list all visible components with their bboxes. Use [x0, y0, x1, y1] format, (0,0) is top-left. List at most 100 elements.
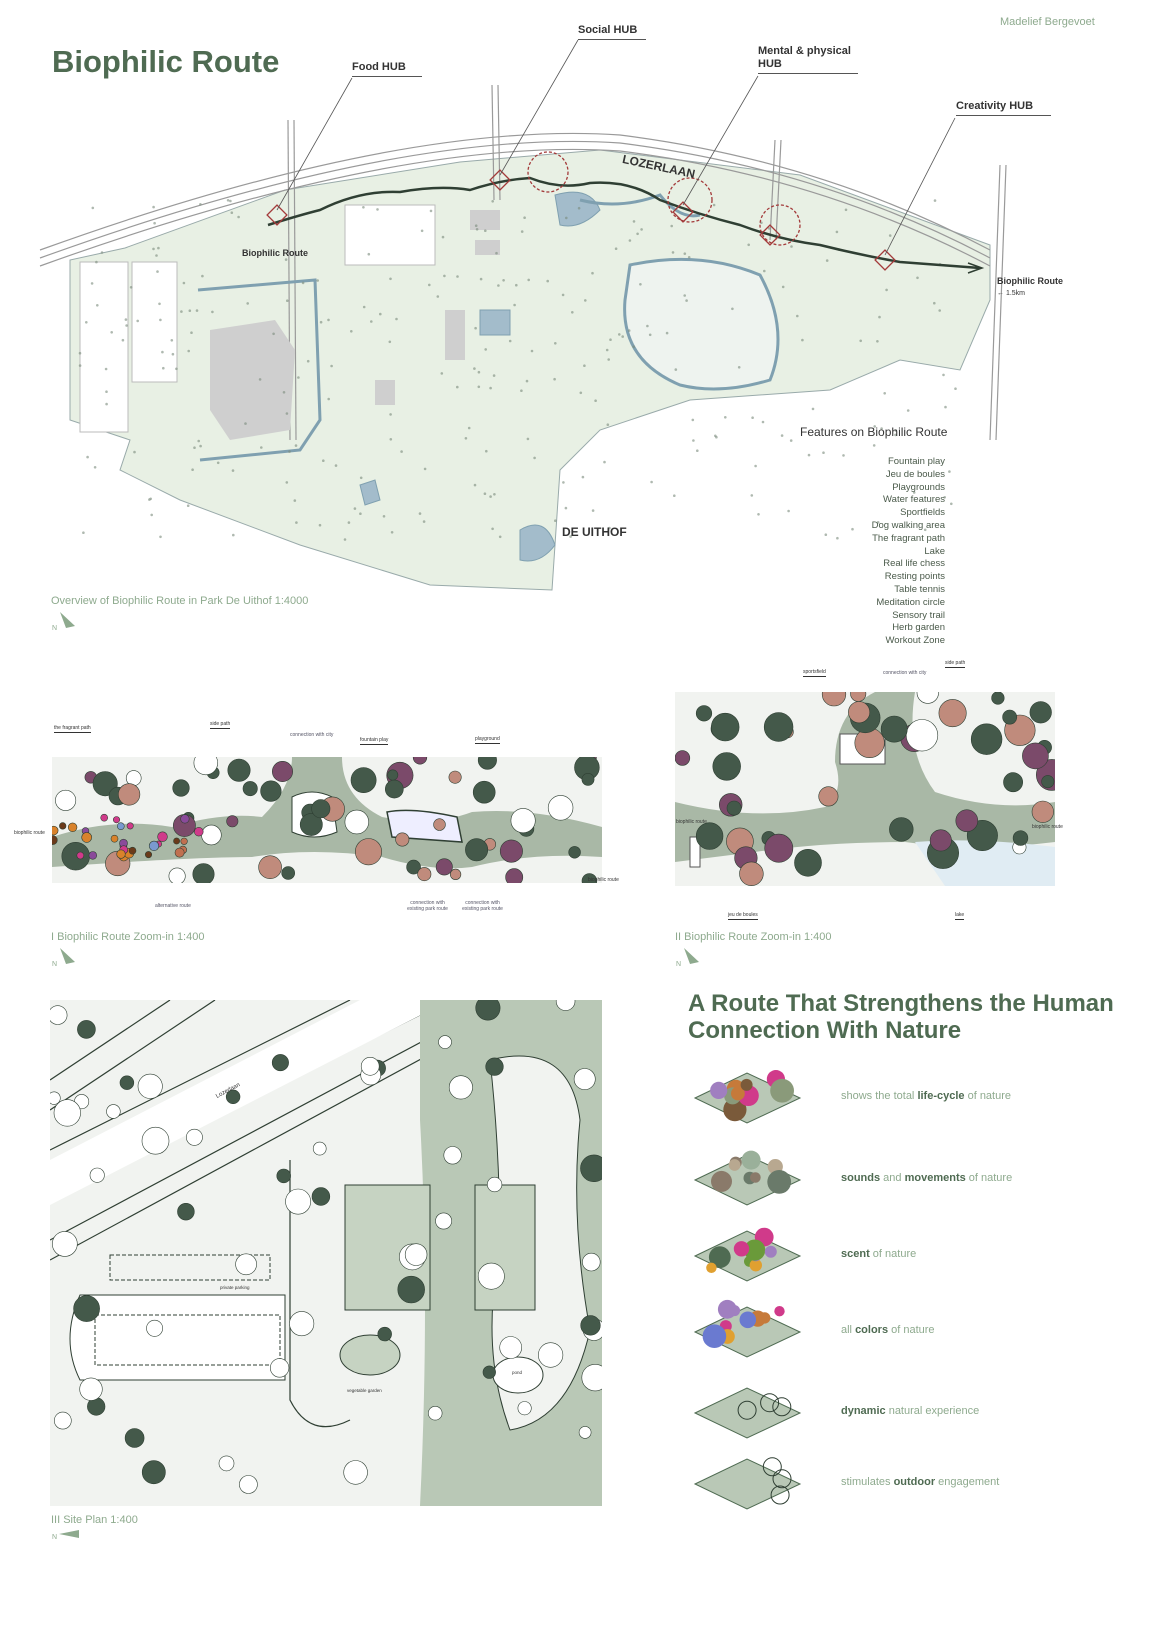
- texture-dot: [85, 321, 88, 324]
- label-sportsfield: sportsfield: [803, 669, 826, 677]
- page-title: Biophilic Route: [52, 44, 280, 79]
- tree-icon: [1029, 701, 1052, 724]
- texture-dot: [162, 366, 165, 370]
- texture-dot: [190, 331, 193, 335]
- texture-dot: [389, 413, 392, 416]
- tree-icon: [448, 770, 462, 784]
- tree-icon: [384, 779, 404, 799]
- texture-dot: [577, 206, 581, 210]
- park-area: [69, 149, 991, 591]
- tree-icon: [137, 1073, 163, 1099]
- texture-dot: [747, 243, 750, 247]
- texture-dot: [872, 444, 876, 447]
- texture-dot: [316, 279, 320, 282]
- emphasis-text: sounds: [841, 1172, 881, 1184]
- texture-dot: [885, 288, 888, 292]
- texture-dot: [579, 391, 583, 395]
- tree-icon: [227, 758, 251, 782]
- section-heading: A Route That Strengthens the Human Conne…: [688, 990, 1114, 1044]
- texture-dot: [671, 251, 675, 254]
- texture-dot: [474, 326, 477, 330]
- heading-line-1: A Route That Strengthens the Human: [688, 990, 1114, 1017]
- texture-dot: [322, 459, 325, 463]
- tree-icon: [916, 692, 939, 704]
- texture-dot: [343, 538, 347, 541]
- tree-icon: [289, 1311, 315, 1337]
- tree-icon: [581, 1364, 602, 1392]
- texture-dot: [483, 492, 487, 496]
- texture-dot: [294, 444, 298, 447]
- tree-icon: [157, 831, 168, 842]
- plant-icon: [744, 1239, 766, 1261]
- texture-dot: [78, 364, 82, 367]
- author-name: Madelief Bergevoet: [1000, 16, 1095, 28]
- tree-icon: [821, 692, 847, 707]
- texture-dot: [157, 246, 160, 250]
- plant-icon: [762, 1457, 782, 1477]
- text-segment: natural experience: [885, 1405, 980, 1417]
- tree-icon: [555, 1000, 576, 1011]
- texture-dot: [436, 295, 440, 298]
- texture-dot: [943, 496, 946, 499]
- site-plan-caption: III Site Plan 1:400: [51, 1514, 138, 1526]
- texture-dot: [105, 390, 108, 394]
- tree-icon: [448, 1075, 473, 1100]
- texture-dot: [673, 494, 676, 498]
- biophilic-route-line: [267, 176, 981, 270]
- texture-dot: [423, 467, 427, 471]
- texture-dot: [441, 235, 445, 239]
- tree-icon: [970, 723, 1003, 755]
- texture-dot: [171, 352, 175, 356]
- tree-icon: [218, 1455, 235, 1472]
- tree-icon: [581, 772, 595, 786]
- texture-dot: [376, 208, 379, 211]
- texture-dot: [110, 331, 113, 334]
- tree-icon: [499, 839, 523, 863]
- texture-dot: [628, 239, 632, 242]
- texture-dot: [876, 340, 879, 343]
- texture-dot: [646, 324, 649, 328]
- texture-dot: [916, 276, 919, 280]
- texture-dot: [327, 318, 330, 322]
- roads: [39, 84, 1007, 441]
- plant-icon: [729, 1305, 741, 1317]
- texture-dot: [851, 527, 854, 531]
- tree-icon: [443, 1146, 462, 1165]
- tree-icon: [1003, 772, 1024, 793]
- plant-icon: [772, 1469, 792, 1489]
- texture-dot: [422, 520, 426, 523]
- plant-icon: [767, 1170, 792, 1194]
- texture-dot: [938, 309, 941, 312]
- tree-icon: [50, 1091, 61, 1105]
- scented-plants-icon: [693, 1227, 802, 1282]
- emphasis-text: movements: [904, 1172, 966, 1184]
- tree-icon: [406, 859, 421, 875]
- texture-dot: [260, 446, 263, 449]
- texture-trees: [78, 199, 957, 541]
- tree-icon: [578, 1426, 592, 1439]
- texture-dot: [389, 438, 393, 441]
- texture-dot: [811, 407, 815, 411]
- tree-icon: [675, 750, 691, 766]
- texture-dot: [100, 251, 104, 254]
- texture-dot: [158, 302, 161, 306]
- plant-icon: [770, 1485, 790, 1505]
- texture-dot: [614, 247, 618, 250]
- texture-dot: [258, 378, 262, 381]
- texture-dot: [456, 275, 459, 278]
- texture-dot: [883, 392, 886, 395]
- tree-icon: [695, 822, 724, 850]
- texture-dot: [485, 449, 488, 453]
- texture-dot: [844, 208, 848, 212]
- emphasis-text: colors: [855, 1324, 889, 1336]
- plant-icon: [772, 1397, 792, 1417]
- texture-dot: [696, 449, 699, 453]
- texture-dot: [104, 367, 108, 371]
- texture-dot: [569, 535, 572, 538]
- feature-item: Fountain play: [887, 456, 945, 467]
- plant-icon: [774, 1306, 785, 1317]
- tree-icon: [573, 1068, 596, 1091]
- texture-dot: [318, 523, 322, 527]
- text-segment: of nature: [964, 1090, 1012, 1102]
- tree-icon: [763, 712, 794, 742]
